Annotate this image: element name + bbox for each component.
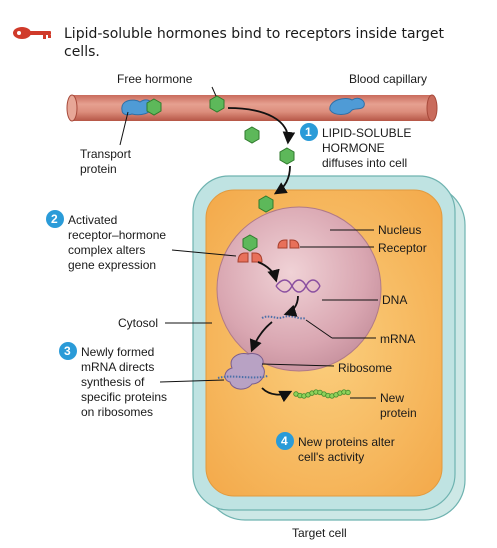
- step-3-line1: Newly formed: [81, 345, 154, 359]
- diffusing-hormone-2: [279, 147, 295, 165]
- transport-protein-label-line1: Transport: [80, 147, 132, 161]
- diffusing-hormone-1: [244, 126, 260, 144]
- transport-protein-empty: [329, 97, 365, 115]
- ribosome-leader: [261, 363, 335, 367]
- cytosol-label: Cytosol: [118, 316, 158, 330]
- new-protein-label-line2: protein: [380, 406, 417, 420]
- transport-protein-label-line2: protein: [80, 162, 117, 176]
- mrna-leader-a: [305, 319, 333, 339]
- transport-protein-leader: [119, 111, 129, 146]
- key-icon: [13, 27, 51, 39]
- header-text-line1: Lipid-soluble hormones bind to receptors…: [64, 26, 445, 42]
- step-1-line2: HORMONE: [322, 141, 385, 155]
- arrow-to-mrna: [283, 295, 299, 317]
- protein-bead: [345, 389, 351, 396]
- step-2-leader: [171, 249, 237, 257]
- step-4-line1: New proteins alter: [298, 435, 395, 449]
- step-2-line2: receptor–hormone: [68, 228, 166, 242]
- ribosome: [217, 353, 269, 390]
- step-3-line5: on ribosomes: [81, 405, 153, 419]
- arrow-to-protein: [261, 387, 293, 403]
- step-3-number: 3: [64, 344, 71, 358]
- blood-capillary-label: Blood capillary: [349, 72, 427, 86]
- step-1-line3: diffuses into cell: [322, 156, 407, 170]
- step-1-badge: [300, 123, 318, 141]
- step-4-line2: cell's activity: [298, 450, 364, 464]
- new-protein-label-line1: New: [380, 391, 404, 405]
- dna-label: DNA: [382, 293, 407, 307]
- step-3-line2: mRNA directs: [81, 360, 154, 374]
- target-cell-label: Target cell: [292, 526, 347, 540]
- mrna-label: mRNA: [380, 332, 415, 346]
- receptor-hormone-complex: [237, 234, 263, 263]
- new-protein-chain: [293, 389, 351, 399]
- receptor-free: [277, 239, 300, 249]
- step-3-line4: specific proteins: [81, 390, 167, 404]
- nucleus-label: Nucleus: [378, 223, 421, 237]
- step-4-number: 4: [281, 434, 288, 448]
- step-3-badge: [59, 342, 77, 360]
- step-4-badge: [276, 432, 294, 450]
- step-2-line3: complex alters: [68, 243, 145, 257]
- dna-helix: [275, 279, 321, 293]
- step-2-badge: [46, 210, 64, 228]
- nucleus: [216, 206, 382, 372]
- free-hormone-leader: [211, 86, 217, 97]
- step-2-line4: gene expression: [68, 258, 156, 272]
- hormone-at-membrane: [258, 195, 274, 213]
- free-hormone-label: Free hormone: [117, 72, 193, 86]
- step-3-leader: [159, 379, 225, 383]
- free-hormone-capillary: [209, 95, 225, 113]
- step-2-number: 2: [51, 212, 58, 226]
- arrow-to-ribosome: [249, 321, 273, 353]
- arrow-into-capillary-exit: [227, 107, 296, 145]
- receptor-label: Receptor: [378, 241, 427, 255]
- arrow-to-dna: [257, 261, 280, 283]
- step-2-line1: Activated: [68, 213, 117, 227]
- step-1-number: 1: [305, 125, 312, 139]
- arrow-into-cell: [273, 165, 291, 195]
- mrna-strand: [261, 315, 307, 320]
- step-3-line3: synthesis of: [81, 375, 145, 389]
- hormone-in-capillary: [146, 98, 162, 116]
- header-text-line2: cells.: [64, 44, 100, 60]
- step-1-line1: LIPID-SOLUBLE: [322, 126, 411, 140]
- ribosome-label: Ribosome: [338, 361, 392, 375]
